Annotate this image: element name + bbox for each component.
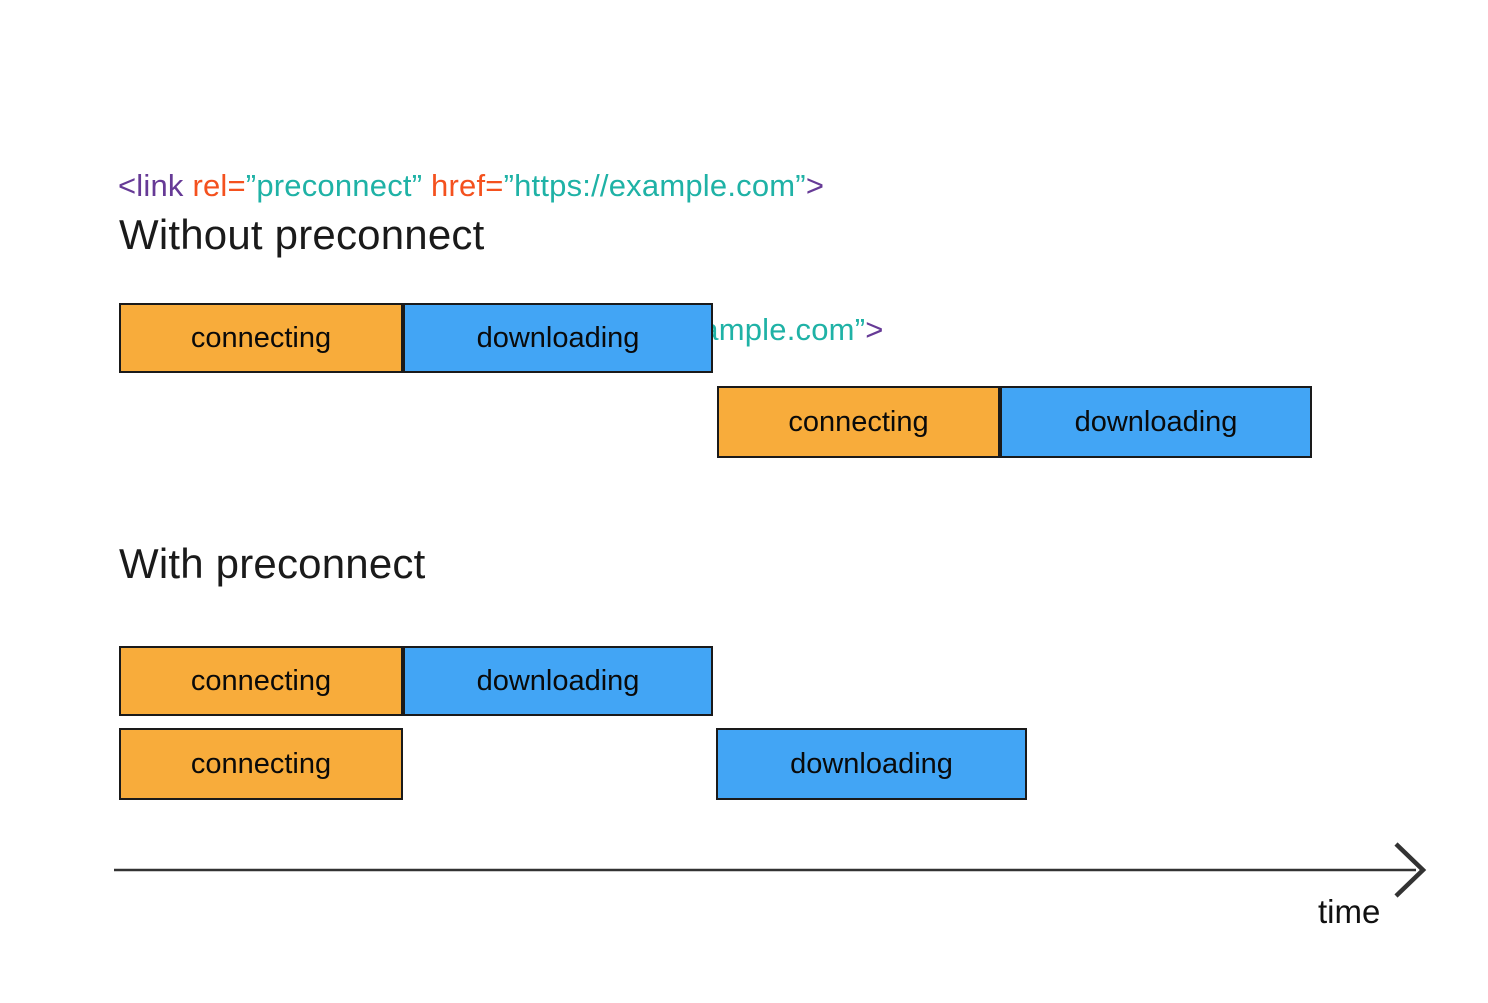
bar-label: downloading bbox=[476, 321, 640, 354]
code-token: href= bbox=[422, 168, 504, 203]
section-title-without-preconnect: Without preconnect bbox=[119, 211, 485, 258]
code-token: ”preconnect” bbox=[245, 168, 423, 203]
time-axis-label: time bbox=[1318, 893, 1381, 930]
bar-label: downloading bbox=[790, 747, 953, 780]
bar-connecting: connecting bbox=[119, 728, 403, 800]
bar-downloading: downloading bbox=[1000, 386, 1312, 458]
code-token: > bbox=[805, 168, 825, 203]
bar-label: connecting bbox=[788, 405, 929, 438]
bar-connecting: connecting bbox=[717, 386, 1000, 458]
code-token: ”https://example.com” bbox=[503, 168, 806, 203]
bar-label: connecting bbox=[190, 664, 332, 697]
bar-label: downloading bbox=[476, 664, 640, 697]
code-line-1: <link rel=”preconnect” href=”https://exa… bbox=[118, 162, 884, 210]
time-axis-arrow bbox=[114, 842, 1427, 898]
code-token: <link bbox=[118, 168, 193, 203]
bar-connecting: connecting bbox=[119, 303, 403, 373]
bar-connecting: connecting bbox=[119, 646, 403, 716]
bar-downloading: downloading bbox=[403, 303, 713, 373]
section-title-with-preconnect: With preconnect bbox=[119, 540, 426, 587]
code-token: > bbox=[865, 312, 884, 347]
bar-label: connecting bbox=[190, 747, 332, 780]
bar-label: downloading bbox=[1074, 405, 1238, 438]
bar-downloading: downloading bbox=[403, 646, 713, 716]
code-token: rel= bbox=[192, 168, 246, 203]
bar-downloading: downloading bbox=[716, 728, 1027, 800]
bar-label: connecting bbox=[190, 321, 332, 354]
